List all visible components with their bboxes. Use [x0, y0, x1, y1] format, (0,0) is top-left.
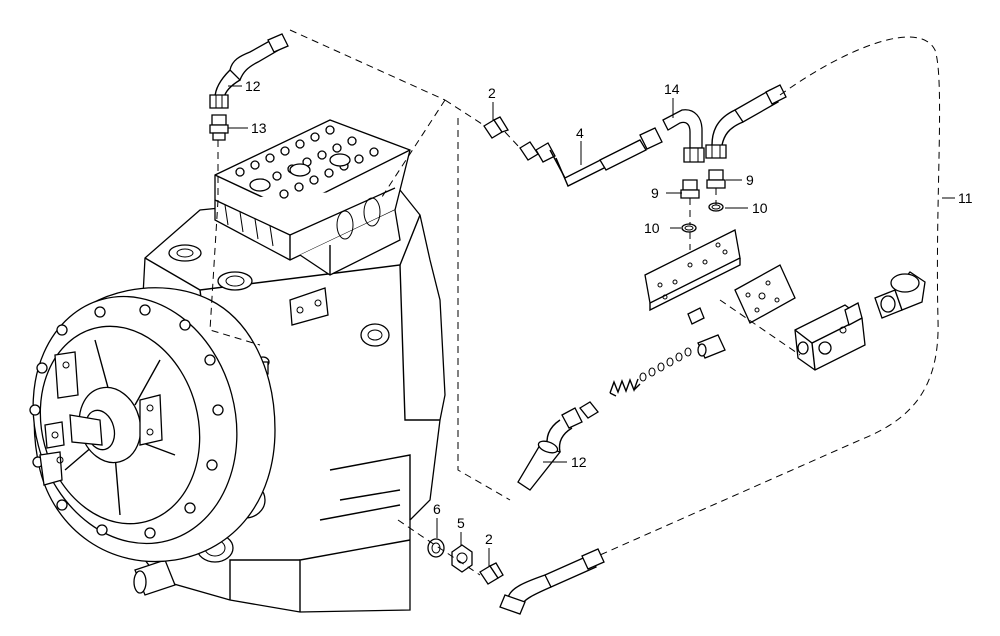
callout-10-right: 10	[752, 200, 768, 216]
callout-9-right: 9	[746, 172, 754, 188]
callout-12-bottom: 12	[571, 454, 587, 470]
valve-housing	[794, 302, 866, 371]
control-valve-block	[214, 119, 411, 276]
elbow-14	[662, 109, 705, 163]
fitting-13	[209, 114, 229, 141]
fittings-9	[680, 169, 726, 199]
solenoid	[874, 271, 926, 319]
callout-14: 14	[664, 81, 680, 97]
callout-10-left: 10	[644, 220, 660, 236]
callout-2-top: 2	[488, 85, 496, 101]
gasket	[734, 264, 796, 324]
callout-labels: 12 13 2 4 14 9 9 10 10 11 12 6 5 2	[245, 78, 973, 547]
valve-spools	[235, 125, 379, 199]
hose-top-right	[705, 84, 787, 159]
callout-2-bottom: 2	[485, 531, 493, 547]
callout-4: 4	[576, 125, 584, 141]
callout-6: 6	[433, 501, 441, 517]
assembly-dashed-lines	[209, 29, 941, 576]
hose-assembly-middle	[517, 401, 599, 491]
hose-assembly-top-left	[209, 33, 289, 109]
leader-lines	[228, 85, 955, 566]
callout-13: 13	[251, 120, 267, 136]
spring	[609, 378, 641, 397]
o-ring-chain	[639, 347, 692, 382]
callout-5: 5	[457, 515, 465, 531]
callout-9-left: 9	[651, 185, 659, 201]
seal-rings-10	[681, 202, 724, 233]
fitting-2-bottom	[479, 562, 504, 585]
hose-assembly-bottom	[499, 548, 605, 615]
flange-bolts	[29, 304, 224, 539]
tube-4	[519, 127, 663, 187]
torque-converter-bell	[29, 287, 276, 563]
callout-11: 11	[958, 190, 973, 206]
adapter-plate	[644, 229, 741, 312]
fitting-2-top	[483, 116, 509, 139]
nut-5	[451, 544, 473, 573]
bolt-and-piston	[687, 307, 726, 359]
callout-12-top: 12	[245, 78, 261, 94]
